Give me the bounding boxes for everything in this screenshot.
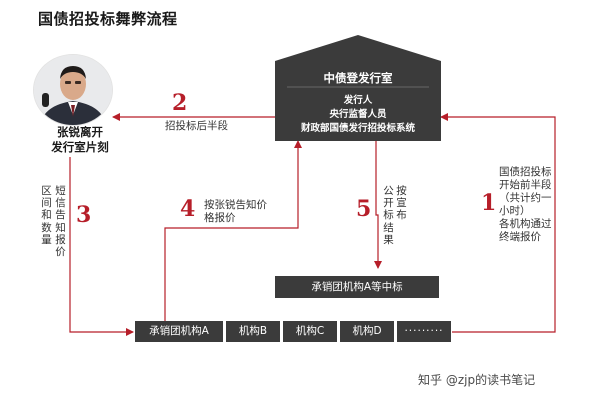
step-1-number: 1 <box>481 190 496 216</box>
office-line-issuer: 发行人 <box>278 92 438 106</box>
step-4-label-line-2: 格报价 <box>204 212 236 225</box>
step-1-line-6: 终端报价 <box>499 231 552 244</box>
person-caption-line-2: 发行室片刻 <box>40 140 120 155</box>
step-1-line-1: 国债招投标 <box>499 166 552 179</box>
org-box-c: 机构C <box>283 321 337 342</box>
step-4-number: 4 <box>180 196 195 222</box>
office-line-pboc: 央行监督人员 <box>278 106 438 120</box>
org-box-d: 机构D <box>340 321 394 342</box>
office-line-system: 财政部国债发行招投标系统 <box>278 120 438 134</box>
step-3-label-col-2: 短信告知报价 <box>54 185 67 258</box>
org-box-more: ········· <box>397 321 451 342</box>
org-box-b: 机构B <box>226 321 280 342</box>
step-2-label: 招投标后半段 <box>165 120 228 133</box>
step-1-line-3: （共计约一 <box>499 192 552 205</box>
arrow-step-3 <box>70 157 133 332</box>
step-5-label-col-1: 公开标结果 <box>382 185 395 246</box>
person-caption: 张锐离开 发行室片刻 <box>40 125 120 155</box>
person-caption-line-1: 张锐离开 <box>40 125 120 140</box>
person-photo <box>33 54 113 126</box>
step-5-number: 5 <box>356 196 371 222</box>
watermark: 知乎 @zjp的读书笔记 <box>418 371 535 388</box>
step-1-line-2: 开始前半段 <box>499 179 552 192</box>
step-3-number: 3 <box>76 202 91 228</box>
office-title: 中债登发行室 <box>278 70 438 86</box>
org-box-a: 承销团机构A <box>135 321 223 342</box>
winner-box: 承销团机构A等中标 <box>275 276 439 298</box>
step-1-line-4: 小时） <box>499 205 552 218</box>
arrow-step-5 <box>376 141 378 268</box>
step-5-label-col-2: 按宣布 <box>395 185 408 222</box>
step-3-label-col-1: 区间和数量 <box>40 185 53 246</box>
step-1-line-5: 各机构通过 <box>499 218 552 231</box>
step-4-label-line-1: 按张锐告知价 <box>204 199 267 212</box>
step-1-label: 国债招投标 开始前半段 （共计约一 小时） 各机构通过 终端报价 <box>499 166 552 244</box>
step-2-number: 2 <box>172 90 187 116</box>
